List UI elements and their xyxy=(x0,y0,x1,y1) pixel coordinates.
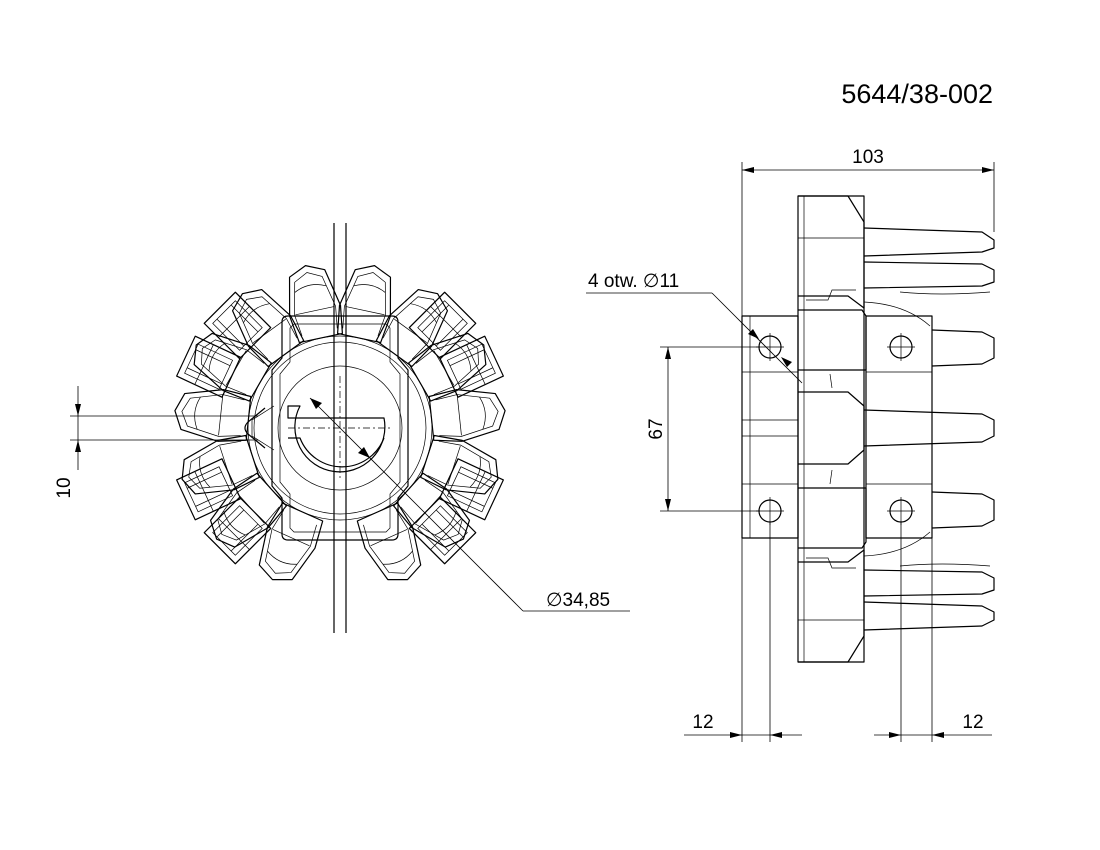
keyway-dimension: 10 xyxy=(54,386,258,499)
bore-diameter-label: ∅34,85 xyxy=(546,590,610,611)
hole-spacing-label: 67 xyxy=(646,418,667,439)
sprocket-side-view xyxy=(741,195,995,663)
keyway-width-label: 10 xyxy=(54,477,75,498)
left-offset-dimension: 12 xyxy=(684,522,802,742)
bore-diameter-dimension: ∅34,85 xyxy=(309,397,630,612)
hole-callout-label: 4 otw. ∅11 xyxy=(588,271,679,292)
overall-width-label: 103 xyxy=(852,147,884,168)
right-offset-label: 12 xyxy=(962,712,983,733)
part-number: 5644/38-002 xyxy=(841,79,993,109)
left-offset-label: 12 xyxy=(692,712,713,733)
hole-callout: 4 otw. ∅11 xyxy=(586,271,803,384)
right-offset-dimension: 12 xyxy=(874,522,992,742)
overall-width-dimension: 103 xyxy=(741,147,995,316)
hole-spacing-dimension: 67 xyxy=(646,346,760,512)
